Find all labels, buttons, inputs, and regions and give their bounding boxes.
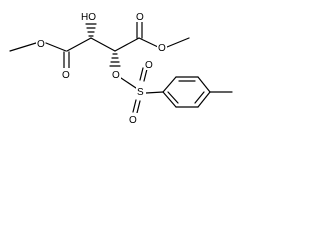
carbonyl-oxygen-left-label: O [62, 70, 70, 81]
sulfonyl-oxygen-top-label: O [145, 60, 153, 71]
ester-oxygen-left-label: O [37, 39, 45, 50]
sulfonyl-oxygen-bottom-label: O [129, 115, 137, 126]
carbonyl-oxygen-right-label: O [136, 12, 144, 23]
structure-canvas: HO O O O O O S O O [9, 10, 233, 126]
bond-s-o-top-a [139, 67, 144, 81]
benzene-ring [162, 76, 211, 108]
bond-s-o-bottom-a [132, 99, 137, 113]
bond-o-s [120, 77, 137, 89]
ester-oxygen-right-label: O [158, 43, 166, 54]
bond-s-o-bottom-b [136, 100, 141, 114]
molecule-diagram: HO O O O O O S O O [9, 10, 233, 126]
bond-methyl-right [166, 37, 190, 48]
bond-methyl-left [9, 42, 37, 52]
bond-s-ring [145, 91, 164, 94]
bond-c2-c3 [90, 37, 116, 52]
hydroxyl-label: HO [81, 12, 96, 23]
bond-ester-o-right [138, 37, 159, 48]
bond-c3-o-hashed [109, 53, 121, 67]
tosylate-bridge-oxygen-label: O [112, 70, 120, 81]
sulfur-label: S [137, 87, 144, 98]
bond-c3-c4 [114, 37, 140, 52]
bond-s-o-top-b [143, 68, 148, 82]
bond-ester-o-left [45, 42, 67, 52]
bond-c1-c2 [66, 37, 92, 52]
bonds [9, 21, 233, 114]
bond-c2-oh-hashed [85, 23, 97, 37]
atom-labels: HO O O O O O S O O [36, 10, 167, 126]
